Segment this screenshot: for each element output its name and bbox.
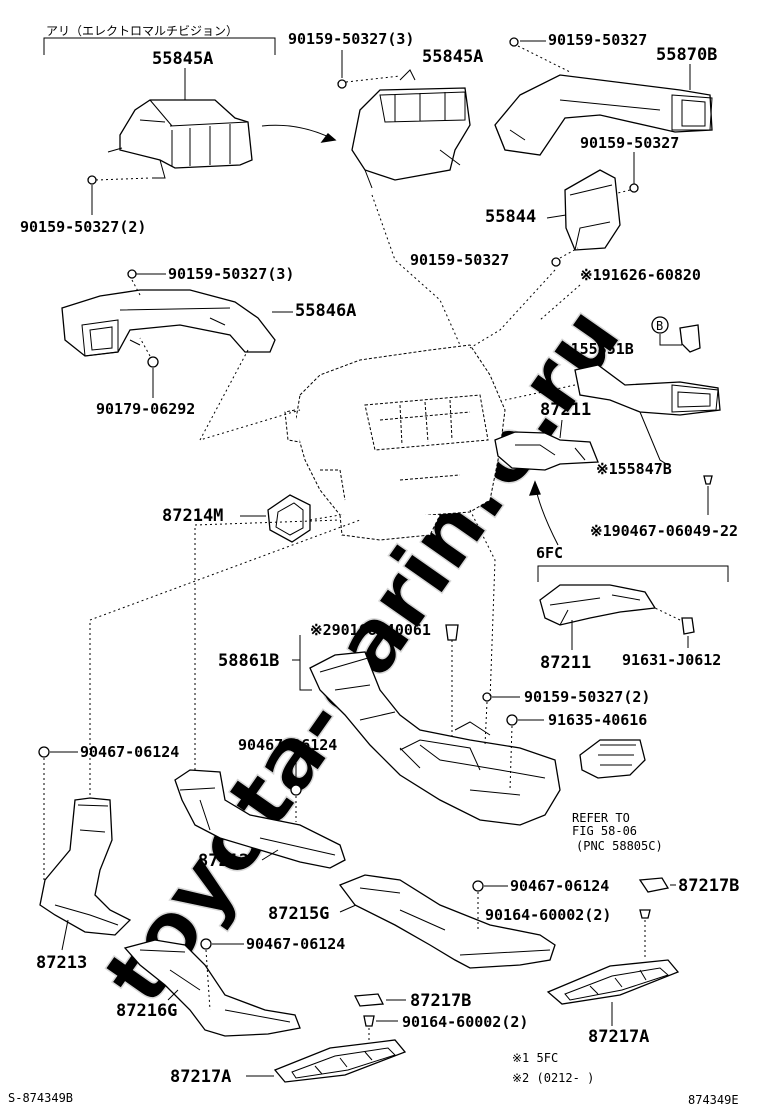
label-155847B: ※155847B	[596, 460, 672, 478]
clip-290168	[445, 624, 459, 641]
label-90467-06124-d: 90467-06124	[246, 935, 345, 953]
label-190467-06049-22: ※190467-06049-22	[590, 522, 738, 540]
bolt-91635-40616	[506, 714, 518, 726]
label-87213: 87213	[36, 953, 87, 973]
clip-B-symbol: B	[651, 316, 669, 334]
label-55845A-right: 55845A	[422, 47, 483, 67]
label-90164-60002-top: 90164-60002(2)	[485, 906, 611, 924]
duct-55845A-right	[351, 69, 471, 189]
label-87212: 87212	[198, 851, 249, 871]
label-90159-50327-2-left: 90159-50327(2)	[20, 218, 146, 236]
screw-91631-J0612	[681, 617, 695, 635]
refer-line-3: (PNC 58805C)	[576, 839, 663, 853]
label-290168-40061: ※290168-40061	[310, 621, 431, 639]
label-90159-50327-mid-right: 90159-50327	[580, 134, 679, 152]
duct-55844	[564, 169, 621, 251]
bracket-155851B	[679, 324, 701, 353]
register-87217A-right	[546, 959, 680, 1005]
screw-90164-60002-top	[639, 909, 651, 919]
clip-87217B-top	[638, 877, 670, 893]
label-87214M: 87214M	[162, 506, 223, 526]
label-87217B-top: 87217B	[678, 876, 739, 896]
bracket-58861B	[292, 635, 312, 691]
label-90164-60002-mid: 90164-60002(2)	[402, 1013, 528, 1031]
label-87211-top: 87211	[540, 400, 591, 420]
clip-90467-06124-b	[290, 784, 302, 796]
label-55846A: 55846A	[295, 301, 356, 321]
nut-90179-06292	[147, 356, 159, 368]
label-90467-06124-b: 90467-06124	[238, 736, 337, 754]
screw-55870B-1	[509, 37, 519, 47]
label-155851B: ※155851B	[558, 340, 634, 358]
clip-90467-06124-c	[472, 880, 484, 892]
label-91631-J0612: 91631-J0612	[622, 651, 721, 669]
screw-90159-50327-2-bottom	[482, 692, 492, 702]
label-90159-50327-3-left: 90159-50327(3)	[168, 265, 294, 283]
clip-87217B-mid	[353, 993, 385, 1007]
label-90159-50327-3-top: 90159-50327(3)	[288, 30, 414, 48]
label-90159-50327-lower: 90159-50327	[410, 251, 509, 269]
label-90159-50327-2-bottom: 90159-50327(2)	[524, 688, 650, 706]
transfer-arrow	[261, 124, 336, 141]
label-90467-06124-c: 90467-06124	[510, 877, 609, 895]
label-55870B: 55870B	[656, 45, 717, 65]
duct-87216G	[123, 939, 301, 1037]
outlet-58805C	[579, 739, 646, 779]
screw-55846A-1	[127, 269, 137, 279]
label-6fc: 6FC	[536, 544, 563, 562]
screw-left-1	[87, 175, 97, 185]
label-87216G: 87216G	[116, 1001, 177, 1021]
diagram-code-left: S-874349B	[8, 1091, 73, 1105]
label-90159-50327-top-right: 90159-50327	[548, 31, 647, 49]
label-87217B-mid: 87217B	[410, 991, 471, 1011]
svg-text:B: B	[656, 319, 663, 333]
clip-90467-06124-d	[200, 938, 212, 950]
footnote-2: ※2 (0212- )	[512, 1071, 594, 1085]
screw-55844-2	[551, 257, 561, 267]
japanese-variant-note: アリ（エレクトロマルチビジョン）	[46, 24, 238, 38]
diagram-code-right: 874349E	[688, 1093, 739, 1107]
duct-55846A	[61, 289, 276, 357]
duct-87211-bottom	[539, 584, 657, 626]
label-90467-06124-a: 90467-06124	[80, 743, 179, 761]
duct-155847B	[574, 364, 721, 416]
footnote-1: ※1 5FC	[512, 1051, 558, 1065]
variant-bracket-6fc	[537, 565, 729, 582]
label-87217A-left: 87217A	[170, 1067, 231, 1087]
label-191626-60820: ※191626-60820	[580, 266, 701, 284]
label-90179-06292: 90179-06292	[96, 400, 195, 418]
label-87215G: 87215G	[268, 904, 329, 924]
label-58861B: 58861B	[218, 651, 279, 671]
screw-right-1	[337, 79, 347, 89]
register-87217A-left	[273, 1039, 407, 1083]
label-55845A-left: 55845A	[152, 49, 213, 69]
duct-87213	[39, 797, 132, 936]
grille-87214M	[267, 494, 311, 543]
label-91635-40616: 91635-40616	[548, 711, 647, 729]
label-55844: 55844	[485, 207, 536, 227]
screw-90164-60002-mid	[363, 1015, 375, 1027]
screw-55844-1	[629, 183, 639, 193]
heater-unit-outline	[284, 344, 506, 541]
duct-55845A-left	[107, 99, 253, 179]
label-87211-bottom: 87211	[540, 653, 591, 673]
refer-line-1: REFER TO	[572, 811, 630, 825]
duct-55870B	[494, 74, 713, 156]
clip-90467-06124-a	[38, 746, 50, 758]
duct-87215G	[338, 874, 556, 969]
refer-line-2: FIG 58-06	[572, 824, 637, 838]
duct-87211-top	[494, 431, 599, 471]
screw-155847B	[703, 475, 713, 485]
variant-bracket-top	[43, 37, 276, 55]
label-87217A-right: 87217A	[588, 1027, 649, 1047]
duct-58861B	[309, 651, 561, 826]
duct-87212	[174, 769, 346, 869]
